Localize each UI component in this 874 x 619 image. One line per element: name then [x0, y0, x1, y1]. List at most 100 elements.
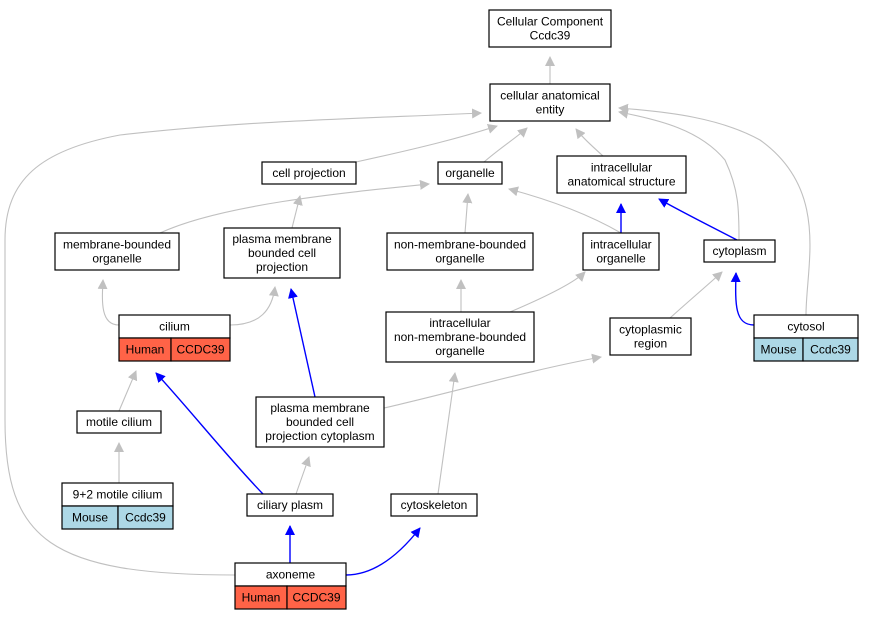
node-pmbcpc-label-line-0: plasma membrane: [270, 401, 370, 415]
node-ciliaryplasm-label-line-0: ciliary plasm: [257, 498, 323, 512]
node-cytosol-label-line-0: cytosol: [787, 320, 824, 334]
node-mbo-label-line-0: membrane-bounded: [63, 238, 171, 252]
node-inmbo-box: [385, 311, 535, 363]
node-motile-box: [76, 410, 162, 434]
edge-organelle-to-cae: [483, 127, 528, 163]
node-cilium-tag-cell-1: [170, 337, 231, 362]
node-ciliaryplasm[interactable]: ciliary plasm: [246, 493, 334, 517]
node-ias-box: [556, 155, 687, 194]
node-pmbcp-label-line-0: plasma membrane: [232, 232, 332, 246]
node-cytoplasm-box: [703, 239, 776, 263]
node-ias-label-line-0: intracellular: [591, 161, 652, 175]
node-inmbo[interactable]: intracellularnon-membrane-boundedorganel…: [385, 311, 535, 363]
node-cellproj[interactable]: cell projection: [261, 161, 357, 185]
node-nmbo-box: [386, 232, 534, 271]
species-tag: Mouse: [760, 343, 796, 357]
gene-tag: Ccdc39: [810, 343, 851, 357]
edge-cytoplasm-to-cae: [618, 108, 740, 241]
edge-nmbo-to-organelle: [462, 193, 473, 234]
node-io-box: [582, 232, 660, 271]
gene-tag: Ccdc39: [125, 511, 166, 525]
edge-mbo-to-organelle: [159, 179, 430, 234]
edge-inmbo-to-io: [509, 271, 586, 313]
node-pmbcp-label-line-2: projection: [256, 260, 308, 274]
edge-cellproj-to-cae: [355, 124, 498, 163]
node-cregion-label-line-0: cytoplasmic: [619, 323, 682, 337]
node-motile-label-line-0: motile cilium: [86, 415, 152, 429]
edges-layer: [4, 56, 811, 576]
node-inmbo-label-line-0: intracellular: [429, 316, 490, 330]
node-ciliaryplasm-box: [246, 493, 334, 517]
node-mbo-box: [54, 232, 180, 271]
node-cytoskeleton[interactable]: cytoskeleton: [390, 493, 478, 517]
node-pmbcpc-label-line-1: bounded cell: [286, 415, 354, 429]
edge-io-to-organelle: [508, 186, 622, 234]
species-tag: Human: [242, 591, 281, 605]
node-inmbo-label-line-1: non-membrane-bounded: [394, 330, 526, 344]
node-pmbcpc-box: [255, 396, 385, 448]
node-cytoplasm[interactable]: cytoplasm: [703, 239, 776, 263]
edge-axoneme-to-cytoskeleton: [345, 527, 421, 576]
gene-tag: CCDC39: [292, 591, 340, 605]
edge-ciliaryplasm-to-cilium: [155, 372, 264, 495]
node-nine2-label-line-0: 9+2 motile cilium: [73, 488, 163, 502]
node-cytoskeleton-label-line-0: cytoskeleton: [401, 498, 468, 512]
node-cytosol-tag-cell-1: [802, 337, 859, 362]
node-axoneme-label-line-0: axoneme: [266, 568, 316, 582]
node-root-label-line-0: Cellular Component: [497, 15, 604, 29]
node-root-label-line-1: Ccdc39: [530, 29, 571, 43]
node-cae-label-line-0: cellular anatomical: [500, 89, 599, 103]
node-pmbcp-box: [223, 227, 341, 279]
node-mbo-label-line-1: organelle: [92, 252, 142, 266]
node-organelle[interactable]: organelle: [437, 161, 503, 185]
edge-pmbcp-to-cellproj: [291, 195, 303, 229]
node-root-box: [488, 9, 612, 48]
edge-pmbcpc-to-cregion: [383, 353, 602, 409]
node-axoneme-tag-cell-1: [286, 585, 347, 610]
edge-cregion-to-cytoplasm: [669, 271, 723, 319]
node-nmbo-label-line-0: non-membrane-bounded: [394, 238, 526, 252]
edge-cytosol-to-cae: [618, 103, 811, 316]
node-organelle-box: [437, 161, 503, 185]
edge-ciliaryplasm-to-pmbcpc: [295, 456, 311, 495]
edge-pmbcpc-to-pmbcp: [288, 288, 316, 398]
node-cregion-box: [609, 317, 692, 356]
edge-axoneme-to-cae: [4, 108, 482, 576]
edge-cilium-to-pmbcp: [229, 286, 279, 326]
gene-tag: CCDC39: [176, 343, 224, 357]
node-cae-label-line-1: entity: [536, 103, 565, 117]
node-io-label-line-0: intracellular: [590, 238, 651, 252]
node-cytoplasm-label-line-0: cytoplasm: [712, 244, 766, 258]
node-cregion-label-line-1: region: [634, 337, 667, 351]
node-organelle-label-line-0: organelle: [445, 166, 495, 180]
node-cytoskeleton-box: [390, 493, 478, 517]
species-tag: Human: [126, 343, 165, 357]
edge-motile-to-cilium: [118, 370, 138, 412]
edge-cytoplasm-to-ias: [658, 198, 738, 241]
node-io-label-line-1: organelle: [596, 252, 646, 266]
edge-cilium-to-mbo: [97, 279, 120, 326]
node-nmbo-label-line-1: organelle: [435, 252, 485, 266]
node-inmbo-label-line-2: organelle: [435, 344, 485, 358]
edge-ias-to-cae: [575, 128, 604, 157]
node-cilium-label-line-0: cilium: [159, 320, 190, 334]
node-pmbcpc-label-line-2: projection cytoplasm: [265, 429, 374, 443]
node-cellproj-box: [261, 161, 357, 185]
node-nine2-tag-cell-1: [117, 505, 174, 530]
node-motile[interactable]: motile cilium: [76, 410, 162, 434]
